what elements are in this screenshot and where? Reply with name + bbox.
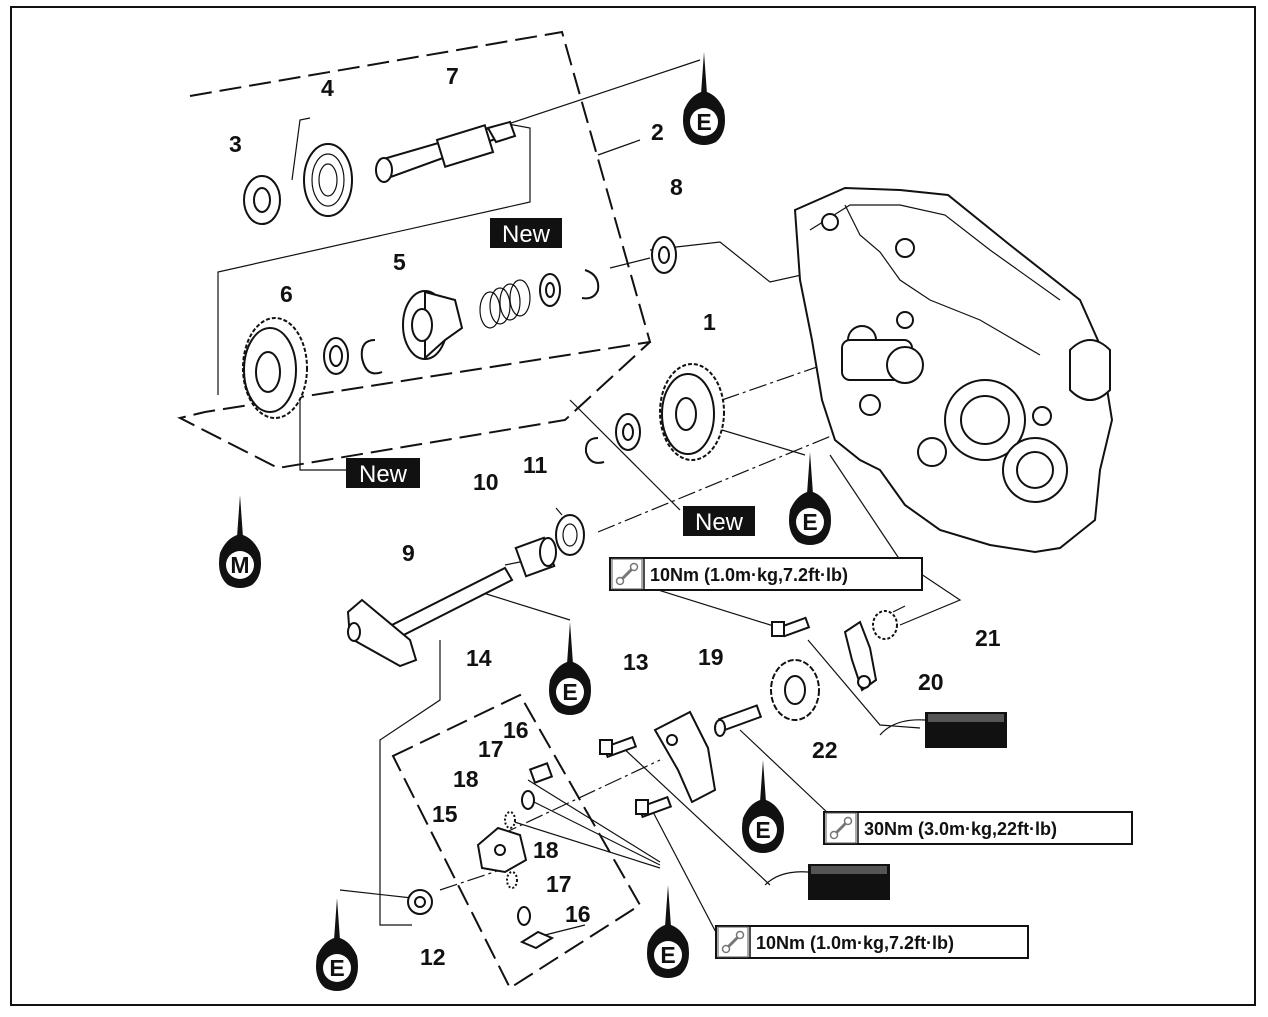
part-5-ratchet-wheel bbox=[402, 290, 464, 361]
part-label: 8 bbox=[670, 174, 683, 200]
washer bbox=[615, 413, 641, 451]
torque-spec-box: 10Nm (1.0m·kg,7.2ft·lb) bbox=[715, 925, 1029, 959]
part-13-segment-plate bbox=[653, 710, 717, 804]
part-9-shift-shaft bbox=[346, 566, 514, 668]
part-18-spring bbox=[506, 871, 518, 889]
new-part-badge: New bbox=[683, 506, 755, 536]
lube-marker-e: E bbox=[683, 52, 725, 145]
bolt bbox=[635, 795, 673, 819]
part-label: 22 bbox=[812, 737, 838, 763]
part-label: 3 bbox=[229, 131, 242, 157]
lube-letter: E bbox=[562, 679, 577, 705]
part-label: 6 bbox=[280, 281, 293, 307]
part-22-segment bbox=[770, 659, 820, 721]
part-11-return-spring bbox=[555, 507, 585, 556]
part-label: 20 bbox=[918, 669, 944, 695]
part-label: 18 bbox=[533, 837, 559, 863]
new-badge-text: New bbox=[502, 221, 551, 248]
part-label: 11 bbox=[523, 452, 548, 478]
new-part-badge: New bbox=[346, 458, 420, 488]
part-10-collar bbox=[514, 536, 557, 578]
torque-spec-box: 10Nm (1.0m·kg,7.2ft·lb) bbox=[609, 557, 923, 591]
segment-bolt bbox=[714, 704, 763, 737]
torque-spec-text: 10Nm (1.0m·kg,7.2ft·lb) bbox=[650, 565, 848, 585]
locking-agent-marker bbox=[879, 712, 1007, 748]
part-19-bolt bbox=[771, 616, 811, 638]
part-label: 7 bbox=[446, 63, 459, 89]
part-label: 15 bbox=[432, 801, 458, 827]
part-8-washer bbox=[651, 236, 677, 274]
part-21-stopper-spring bbox=[872, 605, 906, 640]
torque-spec-box: 30Nm (3.0m·kg,22ft·lb) bbox=[823, 811, 1133, 845]
new-badge-text: New bbox=[359, 461, 408, 488]
compression-spring bbox=[479, 279, 531, 329]
circlip bbox=[581, 269, 600, 300]
part-label: 1 bbox=[703, 309, 716, 335]
diagram-frame bbox=[10, 6, 1256, 1006]
lube-letter: E bbox=[329, 955, 344, 981]
lube-letter: M bbox=[230, 552, 249, 578]
part-16-pawl bbox=[528, 762, 554, 784]
lube-letter: E bbox=[660, 942, 675, 968]
circlip bbox=[584, 437, 605, 464]
part-label: 9 bbox=[402, 540, 415, 566]
part-20-stopper-lever bbox=[843, 620, 878, 692]
part-label: 18 bbox=[453, 766, 479, 792]
part-label: 21 bbox=[975, 625, 1001, 651]
part-1-idle-gear bbox=[659, 363, 725, 461]
part-label: 19 bbox=[698, 644, 724, 670]
part-3-collar bbox=[243, 175, 281, 225]
part-16-pawl bbox=[519, 930, 555, 950]
part-label: 2 bbox=[651, 119, 664, 145]
washer bbox=[539, 273, 561, 307]
lube-marker-m: M bbox=[219, 495, 261, 588]
lube-letter: E bbox=[696, 109, 711, 135]
assembly-boundary-14 bbox=[391, 693, 642, 990]
lube-marker-e: E bbox=[647, 885, 689, 978]
part-12-bearing bbox=[407, 889, 433, 915]
lube-marker-e: E bbox=[549, 622, 591, 715]
part-label: 17 bbox=[546, 871, 572, 897]
part-4-torsion-spring bbox=[291, 117, 353, 217]
part-label: 16 bbox=[565, 901, 591, 927]
bolt bbox=[599, 735, 638, 759]
assembly-boundary-2 bbox=[177, 30, 652, 470]
lube-letter: E bbox=[755, 817, 770, 843]
washer bbox=[323, 337, 349, 375]
lube-marker-e: E bbox=[316, 898, 358, 991]
part-6-kick-gear bbox=[242, 317, 308, 419]
locking-agent-marker bbox=[764, 864, 890, 900]
part-label: 14 bbox=[466, 645, 492, 671]
part-17-pin bbox=[517, 906, 531, 926]
part-15-shift-guide bbox=[476, 826, 528, 874]
lube-marker-e: E bbox=[789, 452, 831, 545]
part-7-kick-shaft bbox=[375, 120, 517, 183]
torque-spec-text: 10Nm (1.0m·kg,7.2ft·lb) bbox=[756, 933, 954, 953]
part-label: 13 bbox=[623, 649, 649, 675]
part-label: 5 bbox=[393, 249, 406, 275]
part-17-pin bbox=[521, 790, 535, 810]
part-18-spring bbox=[504, 811, 516, 829]
lube-letter: E bbox=[802, 509, 817, 535]
part-label: 16 bbox=[503, 717, 529, 743]
new-badge-text: New bbox=[695, 509, 744, 536]
lube-marker-e: E bbox=[742, 760, 784, 853]
circlip bbox=[360, 339, 383, 375]
torque-spec-text: 30Nm (3.0m·kg,22ft·lb) bbox=[864, 819, 1057, 839]
part-label: 10 bbox=[473, 469, 499, 495]
part-label: 17 bbox=[478, 736, 504, 762]
part-number-labels: 1 2 3 4 5 6 7 8 9 10 11 12 13 14 15 16 1… bbox=[229, 63, 1001, 970]
part-label: 12 bbox=[420, 944, 446, 970]
crankcase-housing bbox=[793, 186, 1114, 554]
part-label: 4 bbox=[321, 75, 334, 101]
new-part-badge: New bbox=[490, 218, 562, 248]
